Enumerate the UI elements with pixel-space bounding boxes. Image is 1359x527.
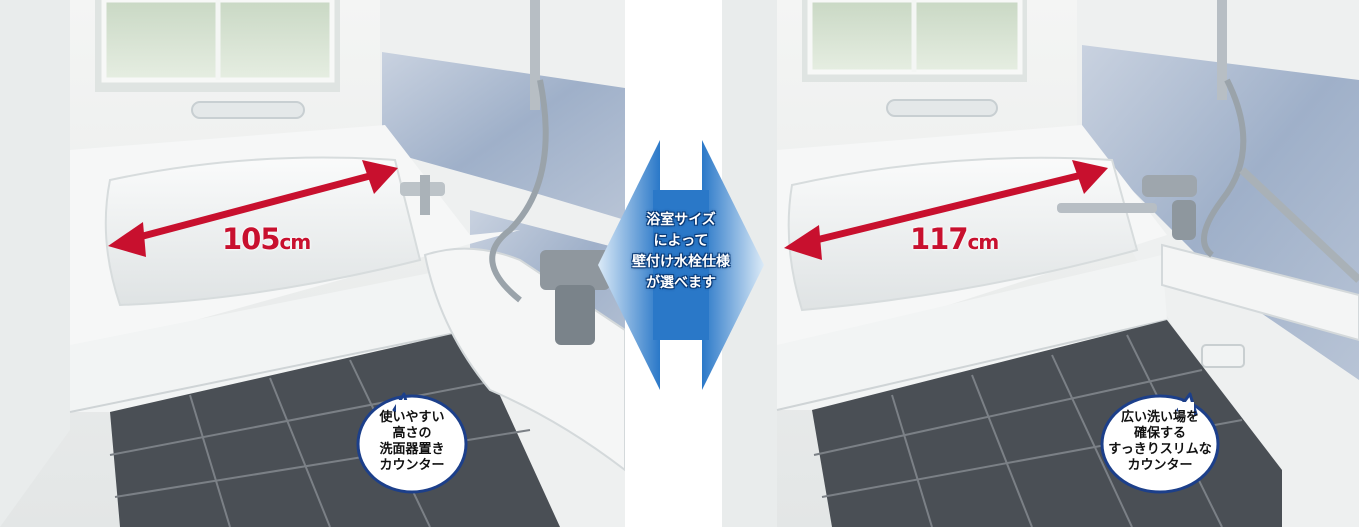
callout-bubble-right: 広い洗い場を 確保する すっきりスリムな カウンター [1098,392,1222,494]
double-arrow-icon [598,140,764,390]
tub-width-unit: cm [967,230,1000,254]
width-arrow-left [108,160,398,257]
banner-text: 浴室サイズ によって 壁付け水栓仕様 が選べます [598,210,764,294]
bathroom-scene-right [722,0,1359,527]
speech-bubble-shape [356,392,468,494]
callout-line: すっきりスリムな [1108,442,1212,457]
center-double-arrow-banner: 浴室サイズ によって 壁付け水栓仕様 が選べます [598,140,764,390]
callout-bubble-left: 使いやすい 高さの 洗面器置き カウンター [354,392,470,494]
callout-line: 高さの [392,426,432,441]
tub-width-unit: cm [279,230,312,254]
callout-line: 洗面器置き [379,442,445,457]
tub-width-value: 105 [222,222,281,256]
banner-line: 壁付け水栓仕様 [632,254,730,270]
width-arrow-right [784,160,1108,260]
bathroom-photo-left: 105cm 使いやすい 高さの 洗面器置き カウンター [0,0,625,527]
callout-line: カウンター [1127,458,1193,473]
bathroom-scene-left [0,0,625,527]
banner-line: 浴室サイズ [646,212,716,228]
tub-width-label-left: 105cm [222,222,312,256]
bathroom-photo-right: 117cm 広い洗い場を 確保する すっきりスリムな カウンター [722,0,1359,527]
callout-line: 広い洗い場を [1120,410,1199,425]
callout-line: カウンター [379,458,445,473]
tub-width-value: 117 [910,222,969,256]
speech-bubble-shape [1100,392,1220,494]
banner-line: によって [653,233,709,249]
tub-width-label-right: 117cm [910,222,1000,256]
callout-line: 確保する [1133,426,1186,441]
callout-line: 使いやすい [379,410,445,425]
banner-line: が選べます [646,275,716,291]
